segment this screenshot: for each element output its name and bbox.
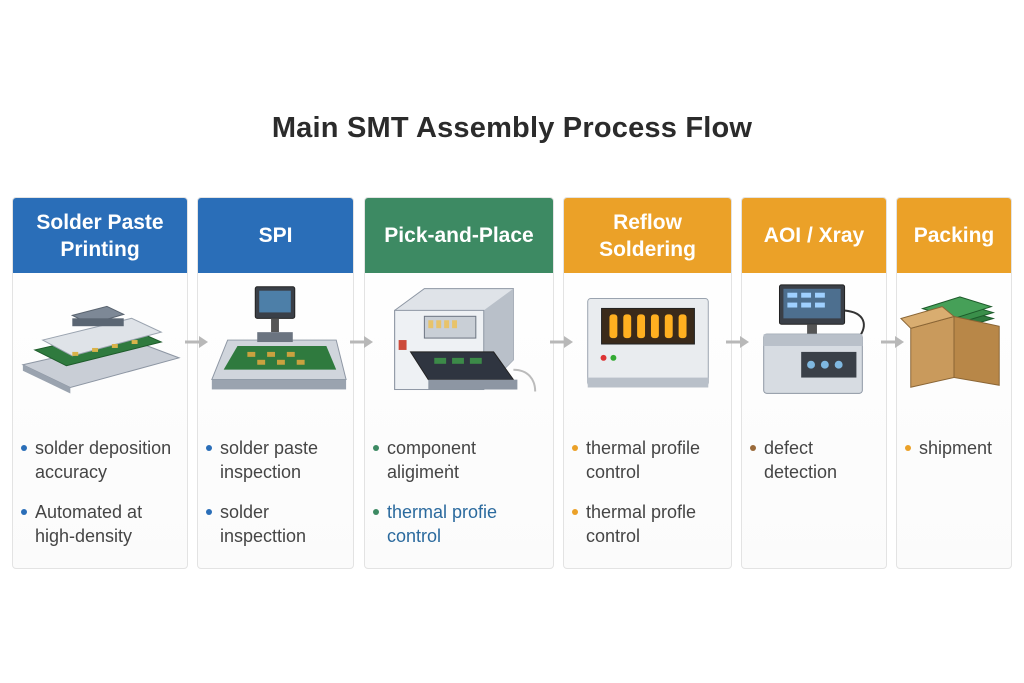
bullet-item: thermal profile control bbox=[572, 436, 727, 484]
pick-and-place-machine-icon bbox=[365, 280, 553, 410]
flow-arrow-icon bbox=[350, 336, 373, 348]
flow-arrow-icon bbox=[726, 336, 749, 348]
bullet-item: solder inspecttion bbox=[206, 500, 349, 548]
bullet-list: defect detection bbox=[750, 436, 882, 500]
aoi-xray-machine-icon bbox=[742, 280, 886, 410]
bullet-item: component aligimeṅt bbox=[373, 436, 549, 484]
diagram-title: Main SMT Assembly Process Flow bbox=[271, 112, 753, 144]
flow-arrow-icon bbox=[881, 336, 904, 348]
flow-arrow-icon bbox=[550, 336, 573, 348]
stage-aoi-xray: AOI / Xray defect detection bbox=[741, 197, 887, 569]
stage-spi: SPI solder paste inspection solder inspe… bbox=[197, 197, 354, 569]
stage-header: Packing bbox=[897, 198, 1011, 273]
stage-header: Reflow Soldering bbox=[564, 198, 731, 273]
stage-solder-paste-printing: Solder Paste Printing solder deposition … bbox=[12, 197, 188, 569]
reflow-oven-icon bbox=[564, 280, 731, 410]
stencil-printer-icon bbox=[13, 280, 187, 410]
bullet-dot bbox=[572, 445, 578, 451]
bullet-dot bbox=[206, 445, 212, 451]
bullet-dot bbox=[750, 445, 756, 451]
stage-reflow-soldering: Reflow Soldering thermal profile control… bbox=[563, 197, 732, 569]
bullet-dot bbox=[905, 445, 911, 451]
bullet-dot bbox=[373, 445, 379, 451]
bullet-item: solder paste inspection bbox=[206, 436, 349, 484]
spi-inspection-machine-icon bbox=[198, 280, 353, 410]
bullet-dot bbox=[572, 509, 578, 515]
packing-box-icon bbox=[897, 280, 1011, 410]
flow-arrow-icon bbox=[185, 336, 208, 348]
bullet-dot bbox=[373, 509, 379, 515]
bullet-list: solder deposition accuracy Automated at … bbox=[21, 436, 183, 564]
bullet-item: Automated at high-density bbox=[21, 500, 183, 548]
stage-header: Pick-and-Place bbox=[365, 198, 553, 273]
bullet-item: solder deposition accuracy bbox=[21, 436, 183, 484]
bullet-list: shipment bbox=[905, 436, 1007, 476]
stage-packing: Packing shipment bbox=[896, 197, 1012, 569]
stage-pick-and-place: Pick-and-Place component aligimeṅt therm… bbox=[364, 197, 554, 569]
stage-header: Solder Paste Printing bbox=[13, 198, 187, 273]
bullet-list: component aligimeṅt thermal profie contr… bbox=[373, 436, 549, 564]
bullet-item: defect detection bbox=[750, 436, 882, 484]
bullet-dot bbox=[21, 445, 27, 451]
bullet-dot bbox=[206, 509, 212, 515]
bullet-item: thermal profie control bbox=[373, 500, 549, 548]
bullet-item: thermal profle control bbox=[572, 500, 727, 548]
stage-header: SPI bbox=[198, 198, 353, 273]
stage-header: AOI / Xray bbox=[742, 198, 886, 273]
bullet-list: thermal profile control thermal profle c… bbox=[572, 436, 727, 564]
bullet-dot bbox=[21, 509, 27, 515]
bullet-list: solder paste inspection solder inspectti… bbox=[206, 436, 349, 564]
bullet-item: shipment bbox=[905, 436, 1007, 460]
